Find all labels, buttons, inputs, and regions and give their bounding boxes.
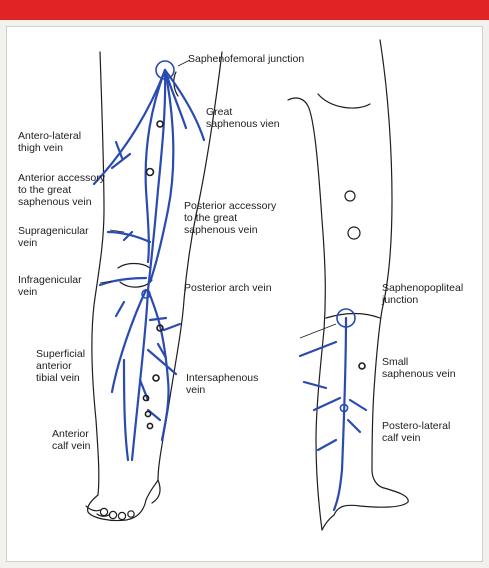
label-postero-lateral-calf-vein: Postero-lateral calf vein (382, 420, 450, 444)
label-superficial-anterior-tibial-vein: Superficial anterior tibial vein (36, 348, 85, 384)
label-supragenicular-vein: Supragenicular vein (18, 225, 89, 249)
label-leader-lines (100, 60, 336, 338)
label-intersaphenous-vein: Intersaphenous vein (186, 372, 258, 396)
posterior-vein-markers (337, 309, 365, 412)
label-infragenicular-vein: Infragenicular vein (18, 274, 82, 298)
label-antero-lateral-thigh-vein: Antero-lateral thigh vein (18, 130, 81, 154)
anterior-vein-markers (142, 61, 174, 429)
label-posterior-accessory: Posterior accessory to the great sapheno… (184, 200, 276, 236)
label-anterior-calf-vein: Anterior calf vein (52, 428, 91, 452)
label-great-saphenous-vein: Great saphenous vien (206, 106, 280, 130)
label-anterior-accessory: Anterior accessory to the great saphenou… (18, 172, 105, 208)
posterior-vein-network (300, 318, 366, 510)
label-saphenopopliteal-junction: Saphenopopliteal junction (382, 282, 463, 306)
label-saphenofemoral-junction: Saphenofemoral junction (188, 53, 304, 65)
label-posterior-arch-vein: Posterior arch vein (184, 282, 272, 294)
label-small-saphenous-vein: Small saphenous vein (382, 356, 456, 380)
